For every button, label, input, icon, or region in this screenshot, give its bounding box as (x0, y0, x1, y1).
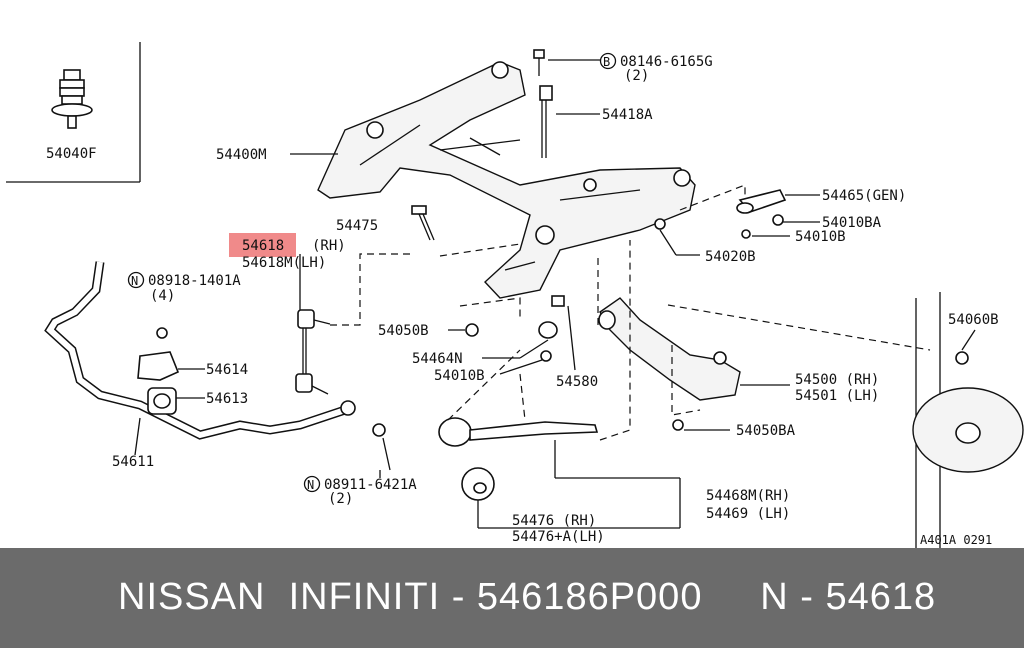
label-54060B: 54060B (948, 312, 999, 328)
label-54613: 54613 (206, 391, 248, 407)
label-54500: 54500 (RH) (795, 372, 879, 388)
label-54618: 54618 (242, 238, 284, 254)
label-54476A: 54476+A(LH) (512, 529, 605, 545)
bushing-54613-icon (147, 387, 177, 415)
label-54010BA: 54010BA (822, 215, 882, 231)
label-54400M: 54400M (216, 147, 267, 163)
label-08146-qty: (2) (624, 68, 649, 84)
leader-lines (134, 59, 976, 529)
label-circle-b: B (603, 55, 610, 69)
label-54418A: 54418A (602, 107, 653, 123)
label-54050B: 54050B (378, 323, 429, 339)
label-reference: A401A 0291 (920, 533, 992, 547)
label-54611: 54611 (112, 454, 154, 470)
footer-bar: NISSAN INFINITI - 546186P000 N - 54618 (0, 548, 1024, 648)
nut-54020B-icon (654, 218, 666, 230)
label-54580: 54580 (556, 374, 598, 390)
strut-54060B-icon (912, 292, 1024, 548)
nut-08918-icon (156, 327, 168, 339)
label-08911-qty: (2) (328, 491, 353, 507)
bracket-54465-icon (736, 189, 787, 239)
label-54469: 54469 (LH) (706, 506, 790, 522)
label-54476: 54476 (RH) (512, 513, 596, 529)
circle-n1-icon (127, 271, 145, 289)
bolt-54580-icon (551, 295, 565, 307)
circle-b-icon (599, 52, 617, 70)
label-54501: 54501 (LH) (795, 388, 879, 404)
label-54465: 54465(GEN) (822, 188, 906, 204)
label-08918-qty: (4) (150, 288, 175, 304)
stabilizer-link-54618-icon (295, 309, 386, 437)
bushing-54464N-icon (538, 321, 558, 339)
crossmember-54400M-icon (317, 61, 696, 299)
label-54010B-a: 54010B (795, 229, 846, 245)
label-54020B: 54020B (705, 249, 756, 265)
label-circle-n1: N (131, 274, 138, 288)
label-54464N: 54464N (412, 351, 463, 367)
compression-rod-54468M-icon (438, 417, 599, 501)
bracket-54614-icon (137, 351, 180, 381)
nut-54010B-icon (540, 350, 552, 362)
label-54468M: 54468M(RH) (706, 488, 790, 504)
label-54618-rh: (RH) (312, 238, 346, 254)
bolt-54418A-icon (533, 49, 553, 158)
lower-arm-54500-icon (598, 297, 741, 431)
stabilizer-bar-54611-icon (44, 261, 356, 440)
part-labels: 54040F 54400M B 08146-6165G (2) 54418A 5… (46, 52, 999, 547)
label-54618M: 54618M(LH) (242, 255, 326, 271)
nut-54050B-icon (465, 323, 479, 337)
footer-caption: NISSAN INFINITI - 546186P000 N - 54618 (118, 576, 937, 618)
inset-box (6, 42, 141, 183)
label-54475: 54475 (336, 218, 378, 234)
label-08918: 08918-1401A (148, 273, 241, 289)
highlight-54618 (229, 233, 296, 257)
label-54040F: 54040F (46, 146, 97, 162)
circle-n2-icon (303, 475, 321, 493)
clip-54040F-icon (51, 69, 93, 129)
label-08146: 08146-6165G (620, 54, 713, 70)
bolt-54475-icon (411, 205, 435, 241)
label-08911: 08911-6421A (324, 477, 417, 493)
label-54010B-b: 54010B (434, 368, 485, 384)
label-circle-n2: N (307, 478, 314, 492)
parts-diagram: 54040F 54400M B 08146-6165G (2) 54418A 5… (6, 42, 1024, 548)
label-54614: 54614 (206, 362, 248, 378)
label-54050BA: 54050BA (736, 423, 796, 439)
